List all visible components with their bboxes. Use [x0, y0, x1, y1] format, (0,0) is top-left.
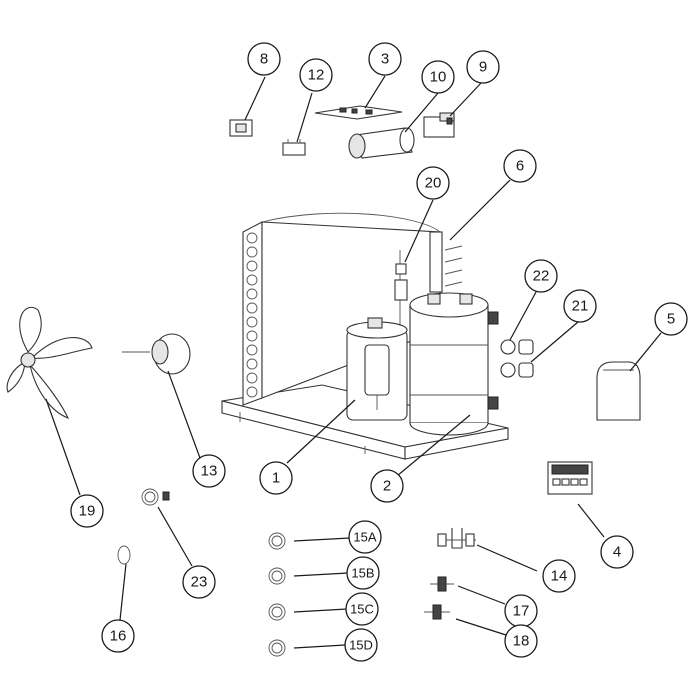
callout-21: 21 [563, 289, 597, 323]
part-15c-tube [268, 603, 286, 621]
callout-6: 6 [503, 149, 537, 183]
callout-label-4: 4 [613, 544, 621, 561]
part-10-capacitor [348, 127, 415, 159]
callout-15c: 15C [345, 592, 379, 626]
callout-label-3: 3 [381, 51, 389, 68]
callout-18: 18 [504, 624, 538, 658]
part-15a-tube [268, 532, 286, 550]
callout-15d: 15D [344, 628, 378, 662]
part-5-cover [596, 361, 641, 421]
part-16-ring [117, 545, 131, 565]
callout-15b: 15B [346, 556, 380, 590]
callout-label-10: 10 [430, 69, 447, 86]
callout-10: 10 [421, 60, 455, 94]
callout-label-16: 16 [110, 628, 127, 645]
part-3-circuit-board [314, 105, 403, 120]
part-15d-tube [268, 639, 286, 657]
part-4-controller [547, 461, 593, 495]
part-1-compressor [346, 317, 408, 421]
callout-label-13: 13 [201, 463, 218, 480]
part-20-valve [394, 250, 408, 330]
callout-label-8: 8 [260, 51, 268, 68]
callout-3: 3 [368, 42, 402, 76]
callout-label-17: 17 [513, 603, 530, 620]
callout-label-18: 18 [513, 633, 530, 650]
callout-12: 12 [299, 58, 333, 92]
callout-2: 2 [370, 469, 404, 503]
callout-label-23: 23 [191, 574, 208, 591]
part-18-fitting [424, 604, 450, 620]
part-9-contactor [423, 112, 455, 138]
part-2-tank [409, 292, 499, 436]
callout-16: 16 [101, 619, 135, 653]
leader-lines [45, 75, 662, 649]
part-13-fan-motor [122, 333, 191, 375]
callout-20: 20 [416, 166, 450, 200]
part-23-sensor [141, 488, 170, 506]
callout-14: 14 [542, 559, 576, 593]
callout-label-15c: 15C [350, 602, 374, 617]
part-14-valve-assembly [437, 528, 476, 549]
callout-label-12: 12 [308, 67, 325, 84]
callout-label-5: 5 [667, 311, 675, 328]
callout-label-9: 9 [479, 59, 487, 76]
callout-23: 23 [182, 565, 216, 599]
callout-label-15a: 15A [353, 530, 376, 545]
part-21-unions [518, 339, 534, 378]
callout-15a: 15A [348, 520, 382, 554]
callout-5: 5 [654, 302, 688, 336]
part-15b-tube [268, 567, 286, 585]
part-17-fitting [430, 576, 454, 592]
callout-19: 19 [70, 494, 104, 528]
part-8-relay [229, 119, 253, 137]
part-19-fan-blade [6, 307, 93, 419]
callout-label-14: 14 [551, 568, 568, 585]
callout-label-15b: 15B [351, 566, 374, 581]
callout-4: 4 [600, 535, 634, 569]
part-22-gaskets [500, 339, 516, 378]
callout-13: 13 [192, 454, 226, 488]
callout-label-22: 22 [533, 268, 550, 285]
callout-1: 1 [259, 461, 293, 495]
part-6-heat-exchanger-tube [429, 231, 463, 293]
callout-22: 22 [524, 259, 558, 293]
callout-9: 9 [466, 50, 500, 84]
callout-label-19: 19 [79, 503, 96, 520]
callout-label-15d: 15D [349, 638, 373, 653]
callout-label-21: 21 [572, 298, 589, 315]
callout-label-20: 20 [425, 175, 442, 192]
part-12-component [282, 139, 306, 156]
callout-label-2: 2 [383, 478, 391, 495]
callout-label-1: 1 [272, 470, 280, 487]
callout-17: 17 [504, 594, 538, 628]
callout-label-6: 6 [516, 158, 524, 175]
callout-8: 8 [247, 42, 281, 76]
